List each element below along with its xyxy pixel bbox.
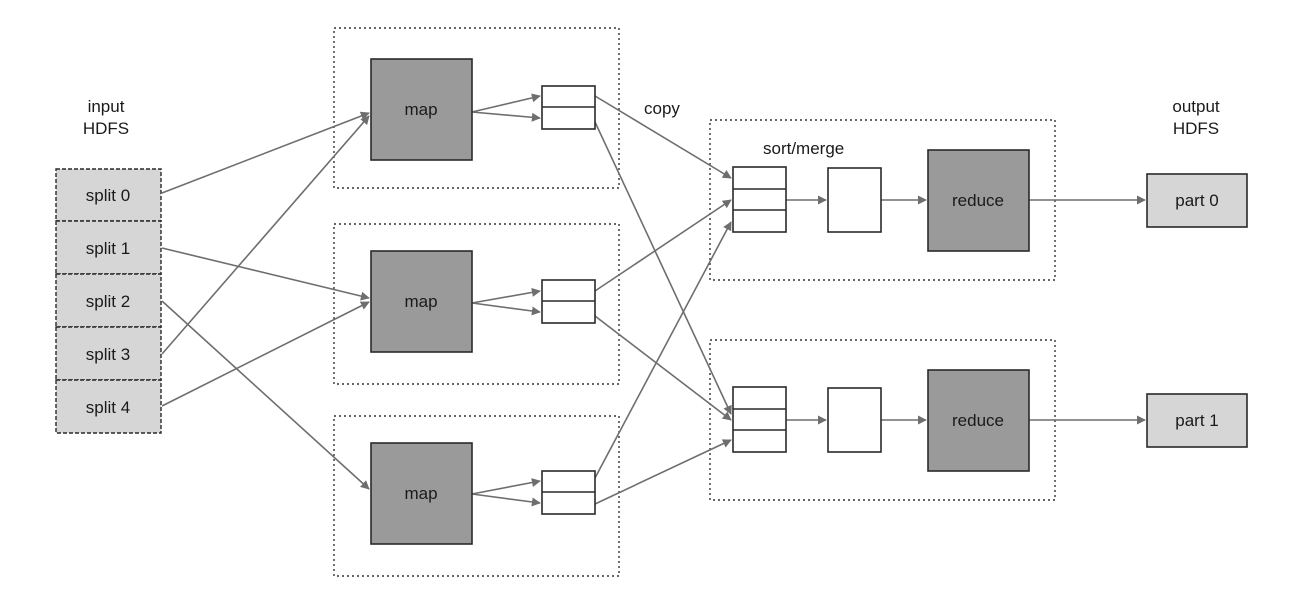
output-header-line1: output bbox=[1172, 97, 1220, 116]
reduce-task-0: reduce bbox=[732, 149, 1030, 252]
arrow-copy-map2-to-reduce0 bbox=[594, 221, 732, 479]
arrow-map0-to-buffer-top bbox=[471, 93, 541, 113]
arrow-copy-map2-to-reduce1 bbox=[594, 439, 732, 505]
input-header-line1: input bbox=[88, 97, 125, 116]
input-splits: split 0 split 1 split 2 split 3 split 4 bbox=[55, 168, 162, 434]
output-part-0-label: part 0 bbox=[1175, 191, 1218, 210]
output-part-0-box bbox=[1146, 173, 1248, 228]
arrow-map2-to-buffer-top bbox=[471, 478, 541, 495]
split-label-3: split 3 bbox=[86, 345, 130, 364]
arrow-copy-map1-to-reduce1 bbox=[594, 315, 732, 421]
split-cell-1 bbox=[55, 220, 162, 275]
merge-input-buffer-0 bbox=[732, 166, 787, 233]
arrow-split2-to-map2 bbox=[161, 300, 370, 490]
merge-input-buffer-1 bbox=[732, 386, 787, 453]
split-label-4: split 4 bbox=[86, 398, 130, 417]
arrow-split3-to-map0 bbox=[161, 115, 370, 355]
output-part-1-box bbox=[1146, 393, 1248, 448]
arrow-map0-to-buffer-bottom bbox=[471, 111, 541, 122]
input-header-line2: HDFS bbox=[83, 119, 129, 138]
output-part-1-label: part 1 bbox=[1175, 411, 1218, 430]
split-cell-4 bbox=[55, 379, 162, 434]
sort-merge-label: sort/merge bbox=[763, 139, 844, 158]
copy-label: copy bbox=[644, 99, 680, 118]
reduce-label-0: reduce bbox=[952, 191, 1004, 210]
arrow-split0-to-map0 bbox=[161, 111, 370, 194]
split-label-0: split 0 bbox=[86, 186, 130, 205]
arrow-copy-map0-to-reduce1 bbox=[594, 121, 732, 415]
map-task-1: map bbox=[370, 250, 596, 353]
sorted-output-box-1 bbox=[827, 387, 882, 453]
split-label-1: split 1 bbox=[86, 239, 130, 258]
arrow-split4-to-map1 bbox=[161, 301, 370, 407]
map-box-0 bbox=[370, 58, 473, 161]
arrows bbox=[161, 93, 1146, 507]
split-cell-0 bbox=[55, 168, 162, 222]
sorted-output-box-0 bbox=[827, 167, 882, 233]
arrow-copy-map1-to-reduce0 bbox=[594, 199, 732, 292]
arrow-map1-to-buffer-top bbox=[471, 287, 541, 304]
map-task-2: map bbox=[370, 442, 596, 545]
map-label-1: map bbox=[404, 292, 437, 311]
output-header-line2: HDFS bbox=[1173, 119, 1219, 138]
arrow-split1-to-map1 bbox=[161, 247, 370, 301]
arrow-copy-map0-to-reduce0 bbox=[594, 95, 732, 179]
arrow-map2-to-buffer-bottom bbox=[471, 493, 541, 507]
reduce-label-1: reduce bbox=[952, 411, 1004, 430]
split-label-2: split 2 bbox=[86, 292, 130, 311]
map-label-0: map bbox=[404, 100, 437, 119]
arrow-map1-to-buffer-bottom bbox=[471, 302, 541, 316]
map-label-2: map bbox=[404, 484, 437, 503]
reduce-box-1 bbox=[927, 369, 1030, 472]
map-box-2 bbox=[370, 442, 473, 545]
map-box-1 bbox=[370, 250, 473, 353]
reduce-box-0 bbox=[927, 149, 1030, 252]
reduce-task-1: reduce bbox=[732, 369, 1030, 472]
map-task-0: map bbox=[370, 58, 596, 161]
split-cell-2 bbox=[55, 273, 162, 328]
